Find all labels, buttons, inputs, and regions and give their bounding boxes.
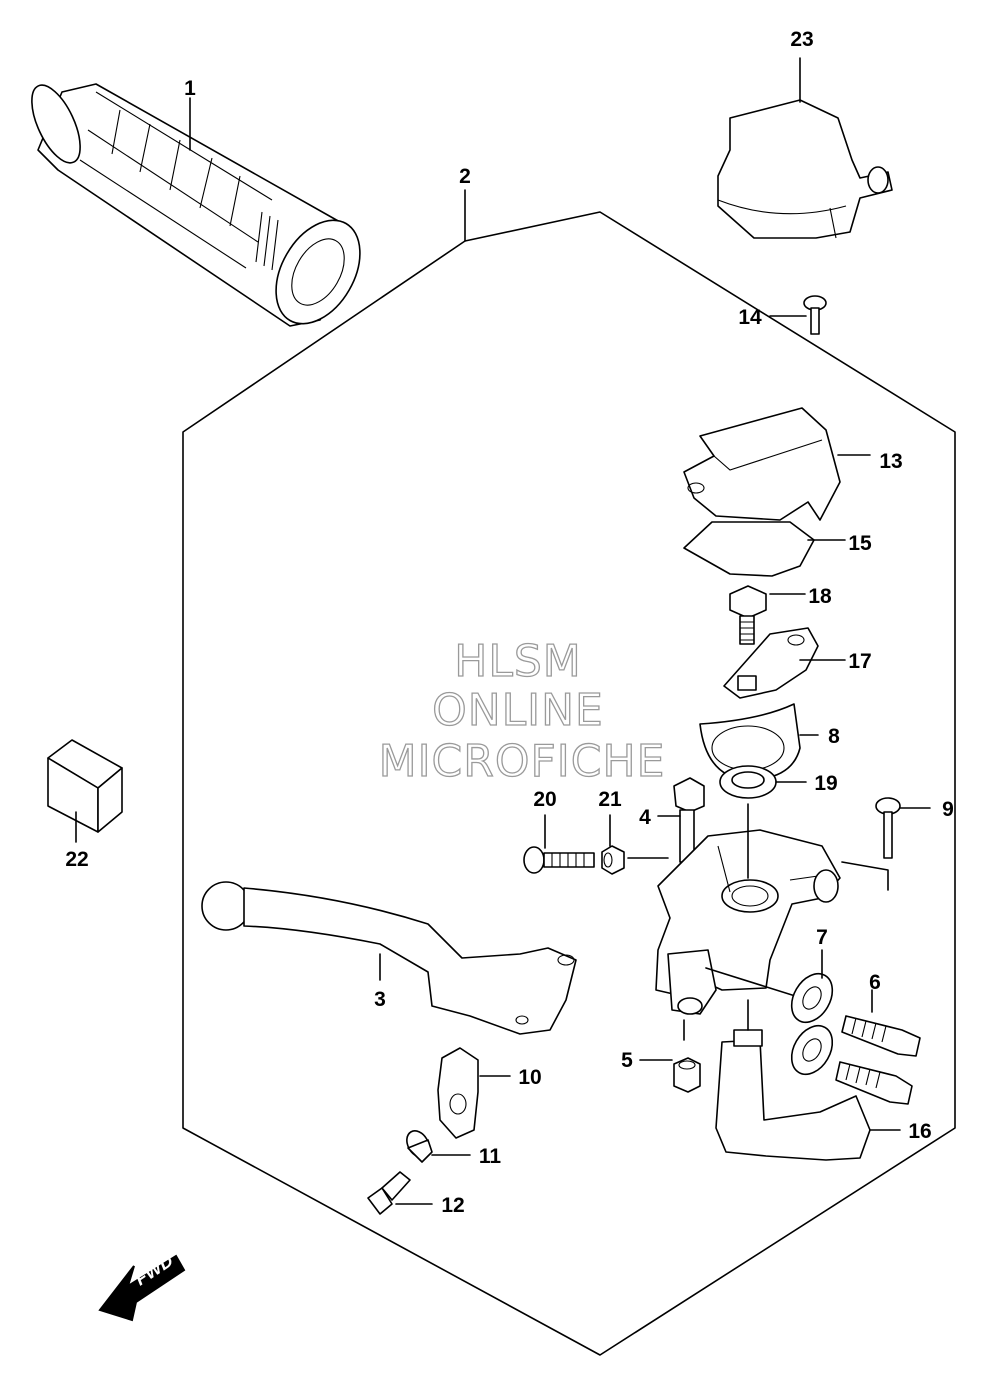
callout-18[interactable]: 18 <box>808 585 832 608</box>
callout-15[interactable]: 15 <box>848 532 872 555</box>
callout-20[interactable]: 20 <box>533 788 556 811</box>
part-19-washer[interactable] <box>719 765 777 799</box>
callout-11[interactable]: 11 <box>479 1145 502 1168</box>
part-9-screw[interactable] <box>875 797 901 859</box>
part-6-bolt[interactable] <box>835 1015 921 1105</box>
part-10-clamp[interactable] <box>437 1047 479 1139</box>
callout-23[interactable]: 23 <box>790 28 813 51</box>
callout-3[interactable]: 3 <box>374 988 386 1011</box>
callout-17[interactable]: 17 <box>848 650 871 673</box>
part-11-collar[interactable] <box>402 1127 433 1163</box>
callout-13[interactable]: 13 <box>879 450 902 473</box>
callout-2[interactable]: 2 <box>459 165 471 188</box>
watermark-line-3: MICROFICHE <box>379 736 666 787</box>
part-8-ring[interactable] <box>699 703 801 781</box>
part-20-screw[interactable] <box>523 846 595 874</box>
callout-22[interactable]: 22 <box>65 848 88 871</box>
callout-14[interactable]: 14 <box>738 306 762 329</box>
callout-12[interactable]: 12 <box>441 1194 464 1217</box>
callout-labels: 1 2 3 4 5 6 7 8 9 10 11 12 13 14 15 16 1… <box>65 28 954 1217</box>
part-17-bracket[interactable] <box>723 627 819 699</box>
callout-9[interactable]: 9 <box>942 798 954 821</box>
watermark-line-1: HLSM <box>454 636 582 687</box>
part-7-adjuster[interactable] <box>783 966 840 1081</box>
watermark: HLSM ONLINE MICROFICHE <box>378 635 666 787</box>
fwd-arrow-icon: FWD <box>98 1250 186 1322</box>
callout-7[interactable]: 7 <box>816 926 828 949</box>
callout-21[interactable]: 21 <box>598 788 622 811</box>
callout-19[interactable]: 19 <box>814 772 837 795</box>
part-23-lever-cover[interactable] <box>717 99 893 239</box>
part-14-screw[interactable] <box>803 295 827 335</box>
part-12-bolt[interactable] <box>367 1171 411 1215</box>
part-5-nut[interactable] <box>673 1057 701 1093</box>
part-15-gasket[interactable] <box>683 521 815 577</box>
part-13-cap[interactable] <box>683 407 841 521</box>
callout-4[interactable]: 4 <box>639 806 651 829</box>
part-3-lever[interactable] <box>201 881 577 1035</box>
callout-1[interactable]: 1 <box>184 77 196 100</box>
lever-holder-body[interactable] <box>655 829 841 1015</box>
part-22-block[interactable] <box>47 739 123 833</box>
part-16-arm[interactable] <box>715 1029 871 1161</box>
part-21-nut[interactable] <box>601 845 625 875</box>
callout-6[interactable]: 6 <box>869 971 881 994</box>
callout-5[interactable]: 5 <box>621 1049 633 1072</box>
part-1-grip[interactable] <box>22 78 377 338</box>
callout-8[interactable]: 8 <box>828 725 840 748</box>
callout-16[interactable]: 16 <box>908 1120 931 1143</box>
assembly-outline <box>182 211 956 1356</box>
part-18-bolt[interactable] <box>729 585 767 645</box>
watermark-line-2: ONLINE <box>432 685 604 736</box>
callout-10[interactable]: 10 <box>518 1066 541 1089</box>
